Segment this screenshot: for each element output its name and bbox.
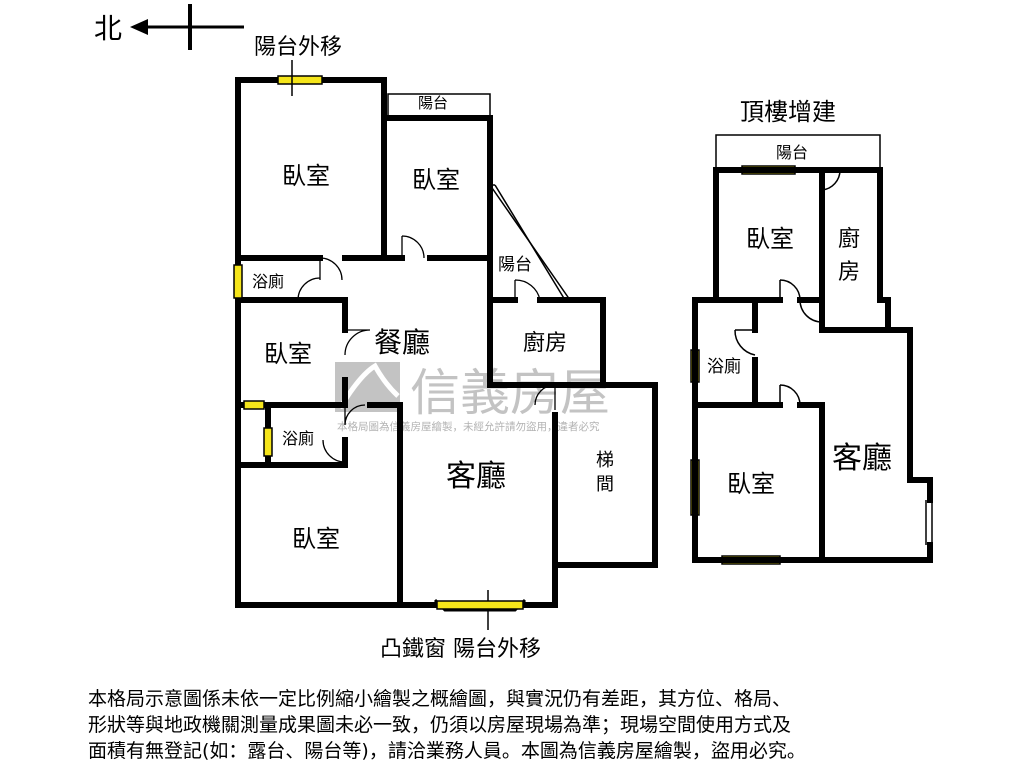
rooftop-bath: 浴廁 — [707, 356, 741, 377]
room-living: 客廳 — [446, 459, 506, 494]
room-bedroom-1: 臥室 — [282, 162, 330, 190]
disclaimer: 本格局示意圖係未依一定比例縮小繪製之概繪圖，與實況仍有差距，其方位、格局、 形狀… — [88, 686, 948, 764]
room-bath-2: 浴廁 — [282, 429, 314, 448]
room-bedroom-4: 臥室 — [292, 525, 340, 553]
watermark-brand: 信義房屋 — [410, 364, 610, 422]
room-stairs-line1: 梯 — [596, 450, 614, 471]
room-stairs-line2: 間 — [596, 474, 614, 495]
right-details — [715, 134, 933, 545]
rooftop-living: 客廳 — [832, 441, 892, 476]
disclaimer-line-2: 形狀等與地政機關測量成果圖未必一致，仍須以房屋現場為準；現場空間使用方式及 — [88, 714, 792, 736]
door-swings — [297, 235, 556, 463]
watermark: 信義房屋 本格局圖為信義房屋繪製，未經允許請勿盜用，違者必究 — [335, 362, 610, 433]
label-balcony-top: 陽台 — [418, 94, 448, 112]
disclaimer-line-3: 面積有無登記(如：露台、陽台等)，請洽業務人員。本圖為信義房屋繪製，盜用必究。 — [88, 740, 806, 762]
note-balcony-moved-top: 陽台外移 — [254, 35, 342, 60]
room-dining: 餐廳 — [374, 326, 430, 359]
north-arrow: 北 — [94, 4, 244, 50]
rooftop-title: 頂樓增建 — [740, 98, 836, 126]
room-kitchen: 廚房 — [523, 331, 567, 356]
room-bedroom-3: 臥室 — [264, 340, 312, 368]
room-bath-1: 浴廁 — [252, 272, 284, 291]
label-balcony-side: 陽台 — [498, 255, 532, 275]
watermark-notice: 本格局圖為信義房屋繪製，未經允許請勿盜用，違者必究 — [337, 420, 600, 433]
left-balconies — [387, 93, 571, 301]
note-bay-window: 凸鐵窗 陽台外移 — [380, 637, 541, 662]
rooftop-bedroom-2: 臥室 — [727, 470, 775, 498]
label-rooftop-balcony: 陽台 — [776, 143, 808, 162]
room-bedroom-2: 臥室 — [412, 166, 460, 194]
disclaimer-line-1: 本格局示意圖係未依一定比例縮小繪製之概繪圖，與實況仍有差距，其方位、格局、 — [88, 688, 792, 710]
rooftop-kitchen-line1: 廚 — [838, 227, 860, 252]
rooftop-kitchen-line2: 房 — [838, 260, 860, 285]
north-label: 北 — [94, 12, 122, 45]
right-unit-walls — [692, 167, 933, 563]
rooftop-bedroom-1: 臥室 — [746, 225, 794, 253]
